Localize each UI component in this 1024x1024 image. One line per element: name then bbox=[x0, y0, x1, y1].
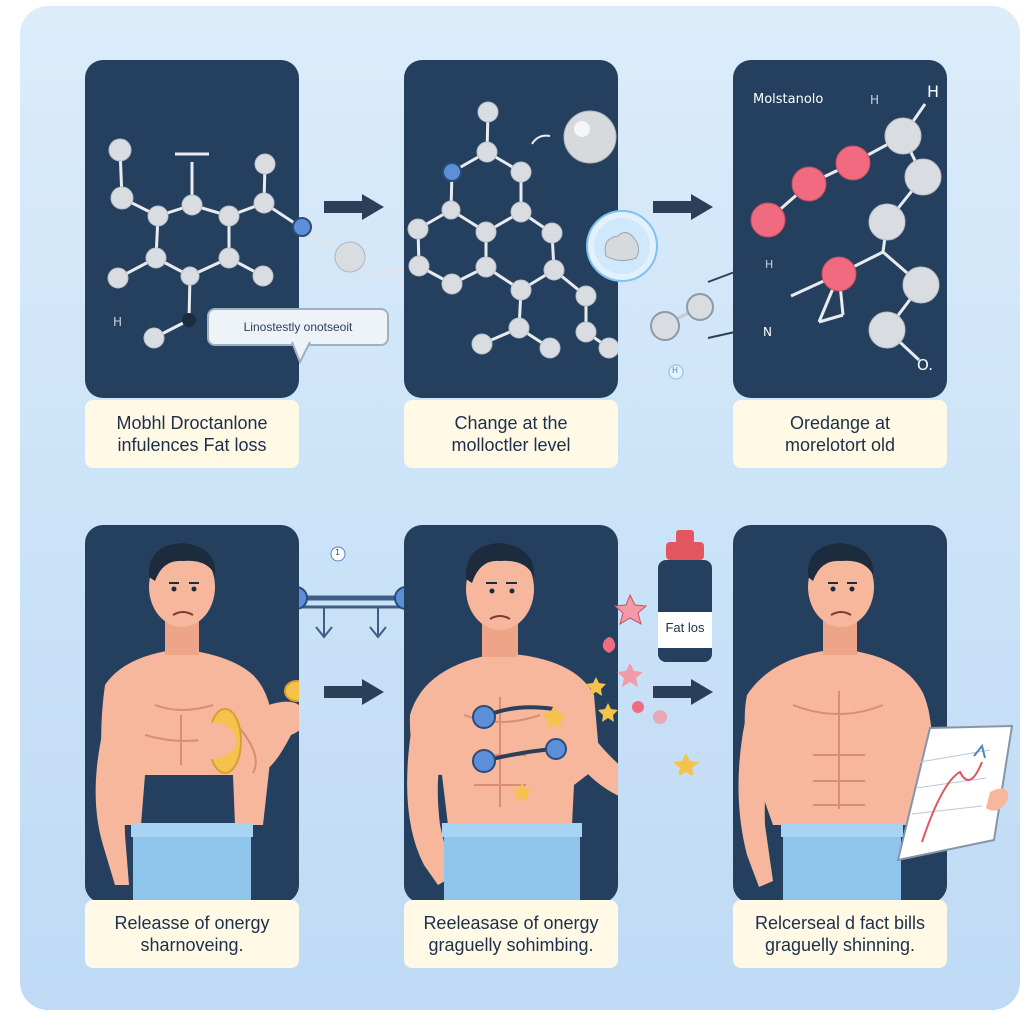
caption-panel-4: Releasse of onergy sharnoveing. bbox=[85, 900, 299, 968]
molecule-panel-3: Molstanolo H H H N O. bbox=[733, 60, 947, 398]
person-panel-3 bbox=[733, 525, 947, 903]
person-figure-2 bbox=[407, 543, 618, 903]
person-panel-1 bbox=[85, 525, 299, 903]
bond-marker-number: 1 bbox=[335, 548, 341, 557]
caption-panel-1: Mobhl Droctanlone infulences Fat loss bbox=[85, 400, 299, 468]
arrow-right-icon bbox=[324, 194, 384, 220]
loose-atoms bbox=[650, 293, 714, 380]
sparkle-effects bbox=[586, 593, 699, 775]
molecule-panel-2 bbox=[404, 60, 618, 398]
bottle-label: Fat los bbox=[665, 620, 705, 635]
person-figure-3 bbox=[738, 543, 932, 903]
info-speech-bubble: Linostestly onotseoit bbox=[207, 308, 389, 346]
progress-chart-paper bbox=[896, 724, 1014, 862]
atom-label-h: H bbox=[113, 315, 123, 329]
caption-3-line-1: Oredange at bbox=[789, 413, 891, 433]
magnified-fat-droplet bbox=[586, 210, 658, 282]
atom-label-o: O. bbox=[917, 356, 933, 374]
caption-3-line-2: morelotort old bbox=[784, 435, 896, 455]
molecule-structure-1 bbox=[107, 138, 299, 349]
caption-4-line-1: Releasse of onergy bbox=[114, 913, 270, 933]
caption-6-line-1: Relcerseal d fact bills bbox=[754, 913, 926, 933]
caption-6-line-2: graguelly shinning. bbox=[764, 935, 916, 955]
molecule-structure-2 bbox=[407, 101, 618, 359]
molecule-name-label: Molstanolo bbox=[753, 92, 824, 107]
atom-label-h-2: H bbox=[927, 82, 940, 101]
molecule-panel-1: H bbox=[85, 60, 299, 398]
caption-1-line-2: infulences Fat loss bbox=[117, 435, 267, 455]
arrow-right-icon bbox=[653, 679, 713, 705]
bond-connector-1 bbox=[292, 217, 409, 278]
caption-4-line-2: sharnoveing. bbox=[140, 935, 244, 955]
speech-bubble-text: Linostestly onotseoit bbox=[243, 320, 353, 334]
caption-panel-2: Change at the molloctler level bbox=[404, 400, 618, 468]
arrow-right-icon bbox=[324, 679, 384, 705]
person-figure-1 bbox=[95, 543, 299, 903]
atom-label-h-1: H bbox=[870, 93, 880, 107]
incoming-bond-lines bbox=[707, 269, 745, 339]
person-panel-2 bbox=[404, 525, 618, 903]
caption-1-line-1: Mobhl Droctanlone bbox=[116, 413, 268, 433]
h-marker: H bbox=[672, 366, 679, 375]
bottle-shape bbox=[658, 530, 712, 662]
molecule-structure-3 bbox=[750, 103, 942, 362]
supplement-bottle: Fat los bbox=[654, 530, 716, 662]
caption-2-line-1: Change at the bbox=[454, 413, 568, 433]
caption-2-line-2: molloctler level bbox=[451, 435, 571, 455]
caption-5-line-1: Reeleasase of onergy bbox=[423, 913, 599, 933]
arrow-right-icon bbox=[653, 194, 713, 220]
atom-label-h-3: H bbox=[765, 258, 774, 271]
caption-panel-3: Oredange at morelotort old bbox=[733, 400, 947, 468]
caption-panel-6: Relcerseal d fact bills graguelly shinni… bbox=[733, 900, 947, 968]
caption-5-line-2: graguelly sohimbing. bbox=[428, 935, 594, 955]
caption-panel-5: Reeleasase of onergy graguelly sohimbing… bbox=[404, 900, 618, 968]
atom-label-n: N bbox=[763, 325, 772, 339]
speech-bubble-tail bbox=[291, 341, 311, 365]
